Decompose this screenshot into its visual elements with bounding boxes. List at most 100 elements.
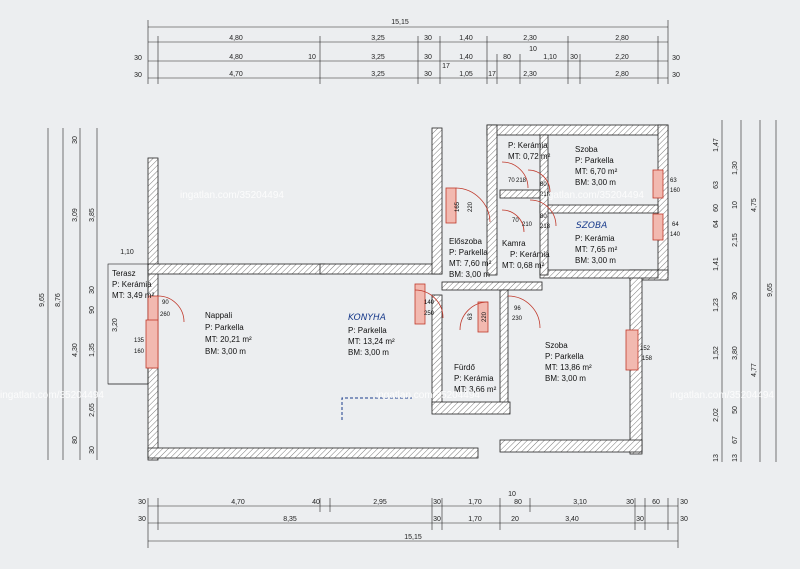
- bottom-dim: 10: [508, 491, 516, 498]
- opening-label: 96: [514, 306, 521, 312]
- right-dim: 1,41: [713, 257, 720, 271]
- right-dim: 3,80: [732, 346, 739, 360]
- top-dim: 2,80: [615, 71, 629, 78]
- opening-label: 80: [540, 182, 547, 188]
- watermark: ingatlan.com/35204494: [0, 390, 104, 401]
- opening-label: 90: [162, 300, 169, 306]
- room-height: BM: 3,00 m: [205, 347, 246, 356]
- opening-label: 140: [424, 300, 435, 306]
- room-floor: P: Parkella: [545, 352, 584, 361]
- room-height: BM: 3,00 m: [449, 270, 490, 279]
- left-dim: 30: [89, 446, 96, 454]
- top-dim: 30: [672, 72, 680, 79]
- top-dim: 4,80: [229, 35, 243, 42]
- right-dim: 60: [713, 204, 720, 212]
- opening-label: 70: [508, 178, 515, 184]
- opening-label: 210: [522, 222, 533, 228]
- room-floor: P: Kerámia: [575, 234, 615, 243]
- right-dim: 4,75: [751, 198, 758, 212]
- room-name: Fürdő: [454, 363, 475, 372]
- opening-label: 158: [642, 356, 653, 362]
- bottom-dim: 30: [680, 499, 688, 506]
- top-dim: 30: [570, 54, 578, 61]
- bottom-dim: 30: [433, 499, 441, 506]
- bottom-dim: 30: [433, 516, 441, 523]
- top-dim: 2,30: [523, 71, 537, 78]
- opening-label: 64: [672, 222, 679, 228]
- room-floor: P: Parkella: [449, 248, 488, 257]
- bottom-dim: 8,35: [283, 516, 297, 523]
- room-name: Előszoba: [449, 237, 482, 246]
- opening-label: 160: [134, 349, 145, 355]
- room-area: MT: 0,72 m²: [508, 152, 551, 161]
- left-dim: 3,09: [72, 208, 79, 222]
- openings: 165 220 70 218 80 218 70 210 80 218 90 2…: [134, 161, 681, 371]
- watermark: ingatlan.com/35204494: [180, 190, 284, 201]
- top-dim: 4,70: [229, 71, 243, 78]
- opening-label: 218: [540, 192, 551, 198]
- room-kamra: Kamra P: Kerámia MT: 0,68 m²: [502, 239, 550, 270]
- opening-label: 135: [134, 338, 145, 344]
- opening-label: 140: [670, 232, 681, 238]
- right-dim: 67: [732, 436, 739, 444]
- top-dim: 17: [488, 71, 496, 78]
- bottom-dim: 30: [138, 516, 146, 523]
- left-dim: 3,20: [112, 318, 119, 332]
- room-area: MT: 0,68 m²: [502, 261, 545, 270]
- top-dim: 1,40: [459, 35, 473, 42]
- right-dim: 2,02: [713, 408, 720, 422]
- handwritten-line: [341, 397, 412, 420]
- room-eloszoba: Előszoba P: Parkella MT: 7,60 m² BM: 3,0…: [449, 237, 492, 279]
- left-dim: 30: [89, 286, 96, 294]
- bottom-dim: 3,40: [565, 516, 579, 523]
- room-konyha: KONYHA P: Parkella MT: 13,24 m² BM: 3,00…: [348, 313, 395, 357]
- opening-label: 165: [455, 201, 461, 212]
- bottom-dim: 4,70: [231, 499, 245, 506]
- bottom-dim: 1,70: [468, 499, 482, 506]
- right-dim: 1,47: [713, 138, 720, 152]
- top-dim: 10: [529, 46, 537, 53]
- room-nappali: Nappali P: Parkella MT: 20,21 m² BM: 3,0…: [205, 311, 252, 356]
- room-area: MT: 13,86 m²: [545, 363, 592, 372]
- bottom-dimensions: 30 4,70 40 2,95 30 1,70 10 80 3,10 30 60…: [138, 491, 688, 548]
- top-dim: 80: [503, 54, 511, 61]
- bottom-dim: 30: [636, 516, 644, 523]
- top-dim: 30: [134, 55, 142, 62]
- room-name: Terasz: [112, 269, 136, 278]
- opening-label: 220: [482, 311, 488, 322]
- left-dim: 4,30: [72, 343, 79, 357]
- opening-label: 70: [512, 218, 519, 224]
- room-height: BM: 3,00 m: [575, 178, 616, 187]
- top-dim: 30: [424, 71, 432, 78]
- left-dim: 30: [72, 136, 79, 144]
- opening-label: 218: [540, 224, 551, 230]
- room-szoba-3: Szoba P: Parkella MT: 13,86 m² BM: 3,00 …: [545, 341, 592, 383]
- room-name: Szoba: [545, 341, 568, 350]
- bottom-dim: 30: [138, 499, 146, 506]
- room-area: MT: 3,66 m²: [454, 385, 497, 394]
- bottom-total-dim: 15,15: [404, 534, 422, 541]
- top-total-dim: 15,15: [391, 19, 409, 26]
- room-area: MT: 13,24 m²: [348, 337, 395, 346]
- bottom-dim: 1,70: [468, 516, 482, 523]
- opening-label: 160: [670, 188, 681, 194]
- bottom-dim: 60: [652, 499, 660, 506]
- handwritten-szoba: SZOBA: [576, 221, 607, 231]
- right-dim: 10: [732, 201, 739, 209]
- watermark: ingatlan.com/35204494: [376, 390, 480, 401]
- top-dim: 10: [308, 54, 316, 61]
- top-dim: 2,80: [615, 35, 629, 42]
- bottom-dim: 30: [680, 516, 688, 523]
- opening-label: 250: [424, 311, 435, 317]
- room-height: BM: 3,00 m: [575, 256, 616, 265]
- right-dim: 63: [713, 181, 720, 189]
- room-floor: P: Parkella: [575, 156, 614, 165]
- left-dim: 9,65: [39, 293, 46, 307]
- room-szoba-2: SZOBA P: Kerámia MT: 7,65 m² BM: 3,00 m: [575, 221, 618, 265]
- left-dim: 90: [89, 306, 96, 314]
- room-area: MT: 7,60 m²: [449, 259, 492, 268]
- opening-label: 63: [670, 178, 677, 184]
- right-dim: 13: [713, 454, 720, 462]
- bottom-dim: 20: [511, 516, 519, 523]
